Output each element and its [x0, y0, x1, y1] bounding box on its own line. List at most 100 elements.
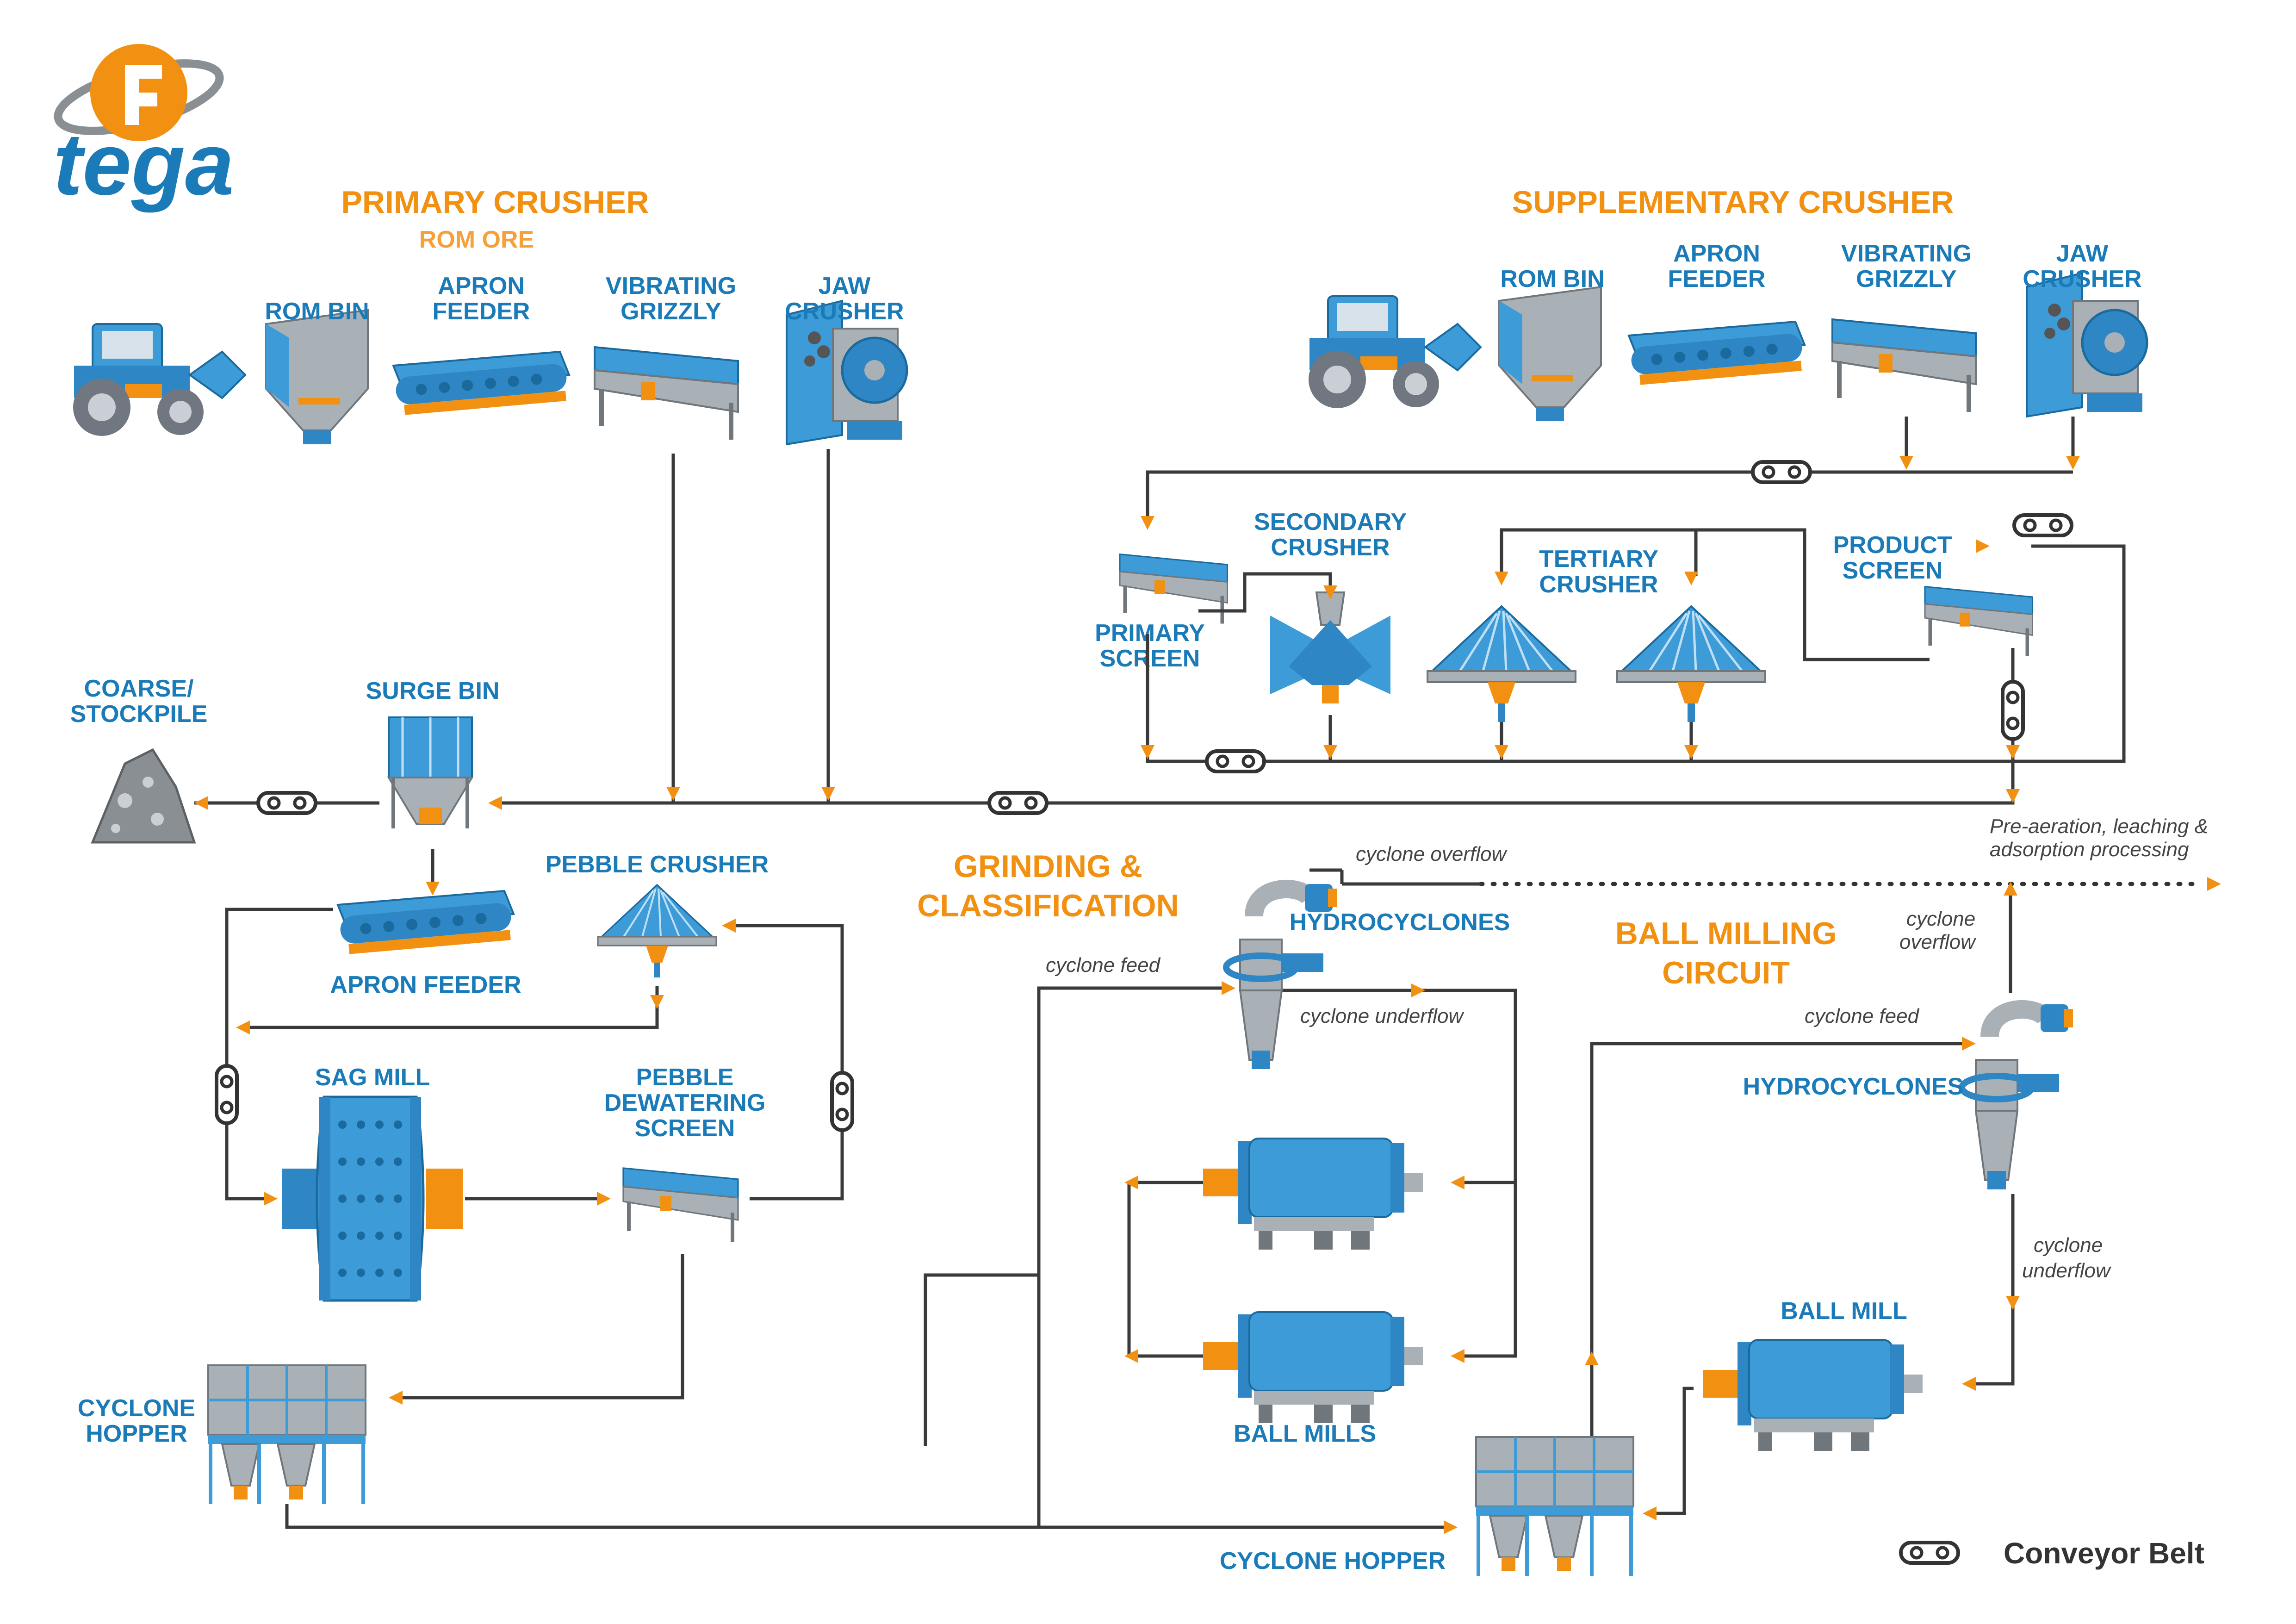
ball-mill-2-icon: [1202, 1311, 1424, 1424]
conveyor-belt-symbol: [258, 793, 316, 813]
label-grizzly-l1: VIBRATING: [606, 273, 736, 299]
pebble-dewatering-screen-icon: [622, 1167, 739, 1243]
grinding-arrows: [1124, 981, 1464, 1534]
supp-vibrating-grizzly-icon: [1831, 318, 1977, 413]
label-apron-l2: FEEDER: [433, 298, 530, 325]
conveyor-belt-symbol: [989, 793, 1047, 813]
label-pebble-crusher: PEBBLE CRUSHER: [546, 851, 769, 878]
label-cyclone-hopper-2: CYCLONE HOPPER: [1220, 1548, 1446, 1574]
section-rom-ore: ROM ORE: [419, 226, 534, 253]
label-surge-bin: SURGE BIN: [366, 678, 500, 704]
label-pebble-screen-l2: DEWATERING: [604, 1089, 766, 1116]
label-underflow-3b: underflow: [2022, 1259, 2112, 1282]
tertiary-crusher-2-icon: [1617, 606, 1765, 722]
rom-bin-icon: [265, 309, 369, 445]
hydrocyclones-2-icon: [1962, 1004, 2073, 1189]
supp-jaw-crusher-icon: [2027, 273, 2147, 417]
label-pebble-screen-l1: PEBBLE: [636, 1064, 734, 1091]
label-pre-aeration-l2: adsorption processing: [1990, 838, 2189, 861]
label-cyclone-3a: cyclone: [2034, 1234, 2103, 1257]
label-cyclone-hopper-1-l2: HOPPER: [86, 1420, 187, 1447]
legend: Conveyor Belt: [1901, 1537, 2204, 1570]
apron-feeder-2-icon: [337, 890, 515, 955]
supp-apron-feeder-icon: [1628, 321, 1806, 386]
label-cyclone-overflow-1: cyclone overflow: [1356, 843, 1508, 865]
sag-mill-icon: [282, 1095, 463, 1302]
label-secondary-l1: SECONDARY: [1254, 509, 1407, 535]
section-supplementary-crusher: SUPPLEMENTARY CRUSHER: [1512, 185, 1954, 220]
supp-rom-bin-icon: [1498, 286, 1602, 422]
label-sag-mill: SAG MILL: [315, 1064, 430, 1091]
tertiary-crusher-1-icon: [1427, 606, 1576, 722]
grinding-lines: [285, 986, 1517, 1529]
label-hydrocyclones-1: HYDROCYCLONES: [1290, 909, 1510, 936]
label-hydrocyclones-2: HYDROCYCLONES: [1743, 1073, 1964, 1100]
label-cyclone-hopper-1-l1: CYCLONE: [78, 1395, 195, 1422]
label-ball-mills: BALL MILLS: [1234, 1420, 1376, 1447]
conveyor-belt-symbol: [1207, 751, 1264, 772]
legend-conveyor-belt: Conveyor Belt: [2004, 1537, 2204, 1570]
label-overflow-2b: overflow: [1899, 931, 1977, 953]
label-supp-apron-l2: FEEDER: [1668, 266, 1766, 292]
label-cyclone-2a: cyclone: [1906, 908, 1975, 930]
ball-circuit-arrows: [1585, 882, 2020, 1520]
section-primary-crusher: PRIMARY CRUSHER: [341, 185, 649, 220]
label-pre-aeration-l1: Pre-aeration, leaching &: [1990, 815, 2208, 838]
supp-circuit-arrows: [1141, 456, 2080, 759]
label-supp-jaw-l1: JAW: [2056, 240, 2109, 267]
label-product-screen-l2: SCREEN: [1843, 557, 1943, 584]
ball-circuit-lines: [1590, 884, 2015, 1515]
sag-circuit-arrows: [236, 882, 736, 1405]
label-coarse-l1: COARSE/: [84, 675, 194, 702]
section-grinding-l2: CLASSIFICATION: [917, 888, 1179, 923]
label-jaw-l1: JAW: [819, 273, 871, 299]
label-grizzly-l2: GRIZZLY: [621, 298, 721, 325]
main-conveyor-arrows: [194, 787, 2020, 810]
label-pebble-screen-l3: SCREEN: [635, 1115, 735, 1142]
product-screen-icon: [1924, 586, 2033, 657]
label-rom-bin: ROM BIN: [265, 298, 369, 325]
cyclone-hopper-2-icon: [1476, 1437, 1633, 1576]
sag-circuit-lines: [225, 849, 844, 1400]
label-apron-l1: APRON: [438, 273, 525, 299]
label-apron-feeder: APRON FEEDER: [330, 971, 521, 998]
conveyor-belt-symbol: [217, 1066, 237, 1123]
conveyor-belt-symbol: [1753, 462, 1810, 482]
label-supp-apron-l1: APRON: [1673, 240, 1760, 267]
label-cyclone-underflow-1: cyclone underflow: [1300, 1005, 1464, 1027]
vibrating-grizzly-icon: [594, 346, 739, 441]
conveyor-belt-symbol: [2003, 682, 2023, 739]
label-cyclone-feed-1: cyclone feed: [1046, 954, 1161, 977]
apron-feeder-icon: [392, 351, 570, 416]
label-cyclone-feed-2: cyclone feed: [1805, 1005, 1920, 1027]
label-product-screen-l1: PRODUCT: [1833, 532, 1952, 559]
surge-bin-icon: [387, 716, 474, 828]
conveyor-belt-symbol: [832, 1073, 852, 1130]
label-coarse-l2: STOCKPILE: [70, 701, 208, 728]
loader-icon: [72, 323, 246, 437]
primary-screen-icon: [1119, 554, 1228, 624]
label-supp-grizzly-l2: GRIZZLY: [1856, 266, 1957, 292]
coarse-stockpile-icon: [91, 748, 196, 844]
brand-name: tega: [53, 115, 234, 213]
supp-loader-icon: [1308, 295, 1482, 409]
label-tertiary-l2: CRUSHER: [1539, 571, 1658, 598]
conveyor-belt-symbol: [2014, 515, 2072, 535]
secondary-crusher-icon: [1269, 591, 1391, 704]
label-supp-rom-bin: ROM BIN: [1500, 266, 1604, 292]
cyclone-hopper-1-icon: [208, 1365, 366, 1504]
section-ball-milling-l2: CIRCUIT: [1662, 955, 1790, 990]
ball-mill-3-icon: [1702, 1339, 1924, 1452]
label-secondary-l2: CRUSHER: [1271, 534, 1390, 561]
label-ball-mill: BALL MILL: [1781, 1298, 1907, 1325]
label-primary-screen-l2: SCREEN: [1100, 645, 1200, 672]
section-grinding-l1: GRINDING &: [954, 849, 1142, 884]
tega-logo: tega: [53, 44, 234, 213]
label-jaw-l2: CRUSHER: [785, 298, 904, 325]
pebble-crusher-icon: [598, 885, 716, 977]
label-primary-screen-l1: PRIMARY: [1095, 620, 1205, 647]
label-supp-jaw-l2: CRUSHER: [2023, 266, 2141, 292]
conveyor-belt-legend-icon: [1901, 1543, 1958, 1563]
ball-mill-1-icon: [1202, 1138, 1424, 1251]
